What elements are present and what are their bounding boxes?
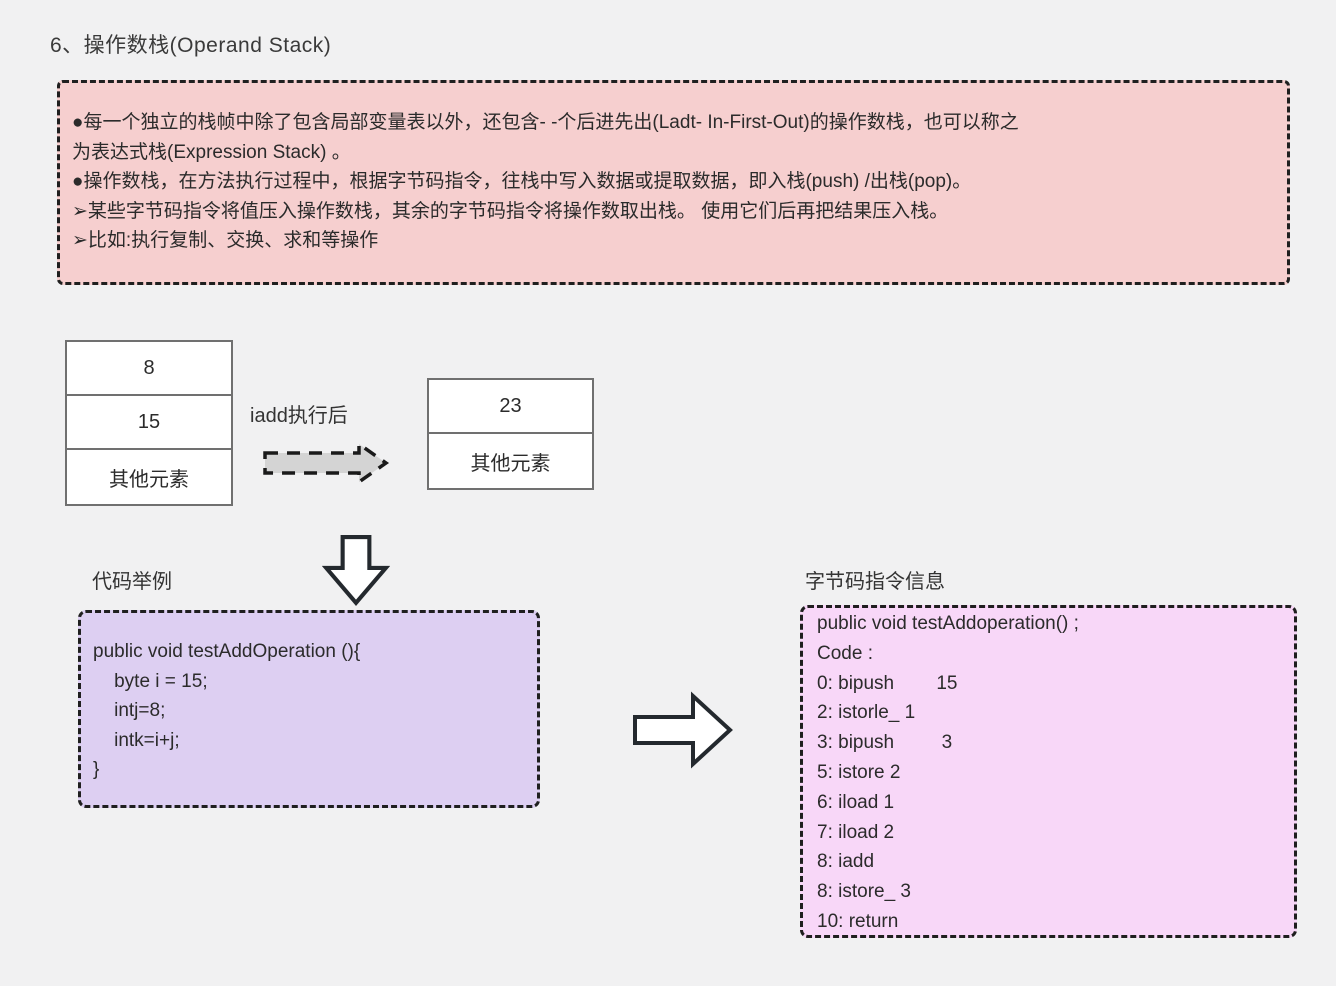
down-arrow-icon	[322, 535, 390, 607]
code-line: intj=8;	[93, 700, 166, 721]
code-line: intk=i+j;	[93, 729, 180, 751]
page-title: 6、操作数栈(Operand Stack)	[50, 34, 332, 57]
stack-cell: 其他元素	[109, 468, 189, 491]
code-example-box: public void testAddOperation (){ byte i …	[78, 610, 540, 808]
bytecode-line: 0: bipush 15	[817, 672, 958, 694]
bytecode-line: Code :	[817, 642, 873, 664]
summary-line: ●操作数栈，在方法执行过程中，根据字节码指令，往栈中写入数据或提取数据，即入栈(…	[72, 171, 972, 192]
stack-cell: 其他元素	[470, 452, 551, 475]
bytecode-line: 10: return	[817, 910, 899, 932]
bytecode-line: 6: iload 1	[817, 791, 895, 813]
summary-line: ●每一个独立的栈帧中除了包含局部变量表以外，还包含- -个后进先出(Ladt- …	[72, 112, 1019, 133]
stack-cell: 15	[67, 396, 231, 450]
code-line: public void testAddOperation (){	[93, 641, 361, 662]
right-arrow-icon	[633, 691, 733, 769]
summary-line: ➢某些字节码指令将值压入操作数栈，其余的字节码指令将操作数取出栈。 使用它们后再…	[72, 200, 949, 222]
code-line: byte i = 15;	[93, 670, 208, 692]
summary-line: ➢比如:执行复制、交换、求和等操作	[72, 230, 379, 251]
dashed-right-arrow-icon	[263, 441, 390, 485]
bytecode-line: 5: istore 2	[817, 761, 901, 783]
code-example-label: 代码举例	[92, 571, 172, 593]
summary-box: ●每一个独立的栈帧中除了包含局部变量表以外，还包含- -个后进先出(Ladt- …	[57, 80, 1290, 285]
bytecode-line: 2: istorle_ 1	[817, 702, 916, 724]
bytecode-line: public void testAddoperation() ;	[817, 613, 1079, 634]
summary-line: 为表达式栈(Expression Stack) 。	[72, 141, 351, 163]
code-line: }	[93, 759, 100, 780]
stack-cell: 8	[67, 342, 231, 396]
bytecode-box: public void testAddoperation() ; Code : …	[800, 605, 1297, 938]
bytecode-line: 8: iadd	[817, 851, 875, 873]
bytecode-line: 8: istore_ 3	[817, 881, 911, 903]
operand-stack-before: 8 15 其他元素	[65, 340, 233, 506]
bytecode-line: 3: bipush 3	[817, 732, 953, 754]
bytecode-info-label: 字节码指令信息	[805, 571, 945, 593]
operand-stack-after: 23 其他元素	[427, 378, 594, 490]
stack-cell: 23	[429, 380, 592, 434]
iadd-arrow-label: iadd执行后	[250, 405, 348, 427]
bytecode-line: 7: iload 2	[817, 821, 895, 843]
